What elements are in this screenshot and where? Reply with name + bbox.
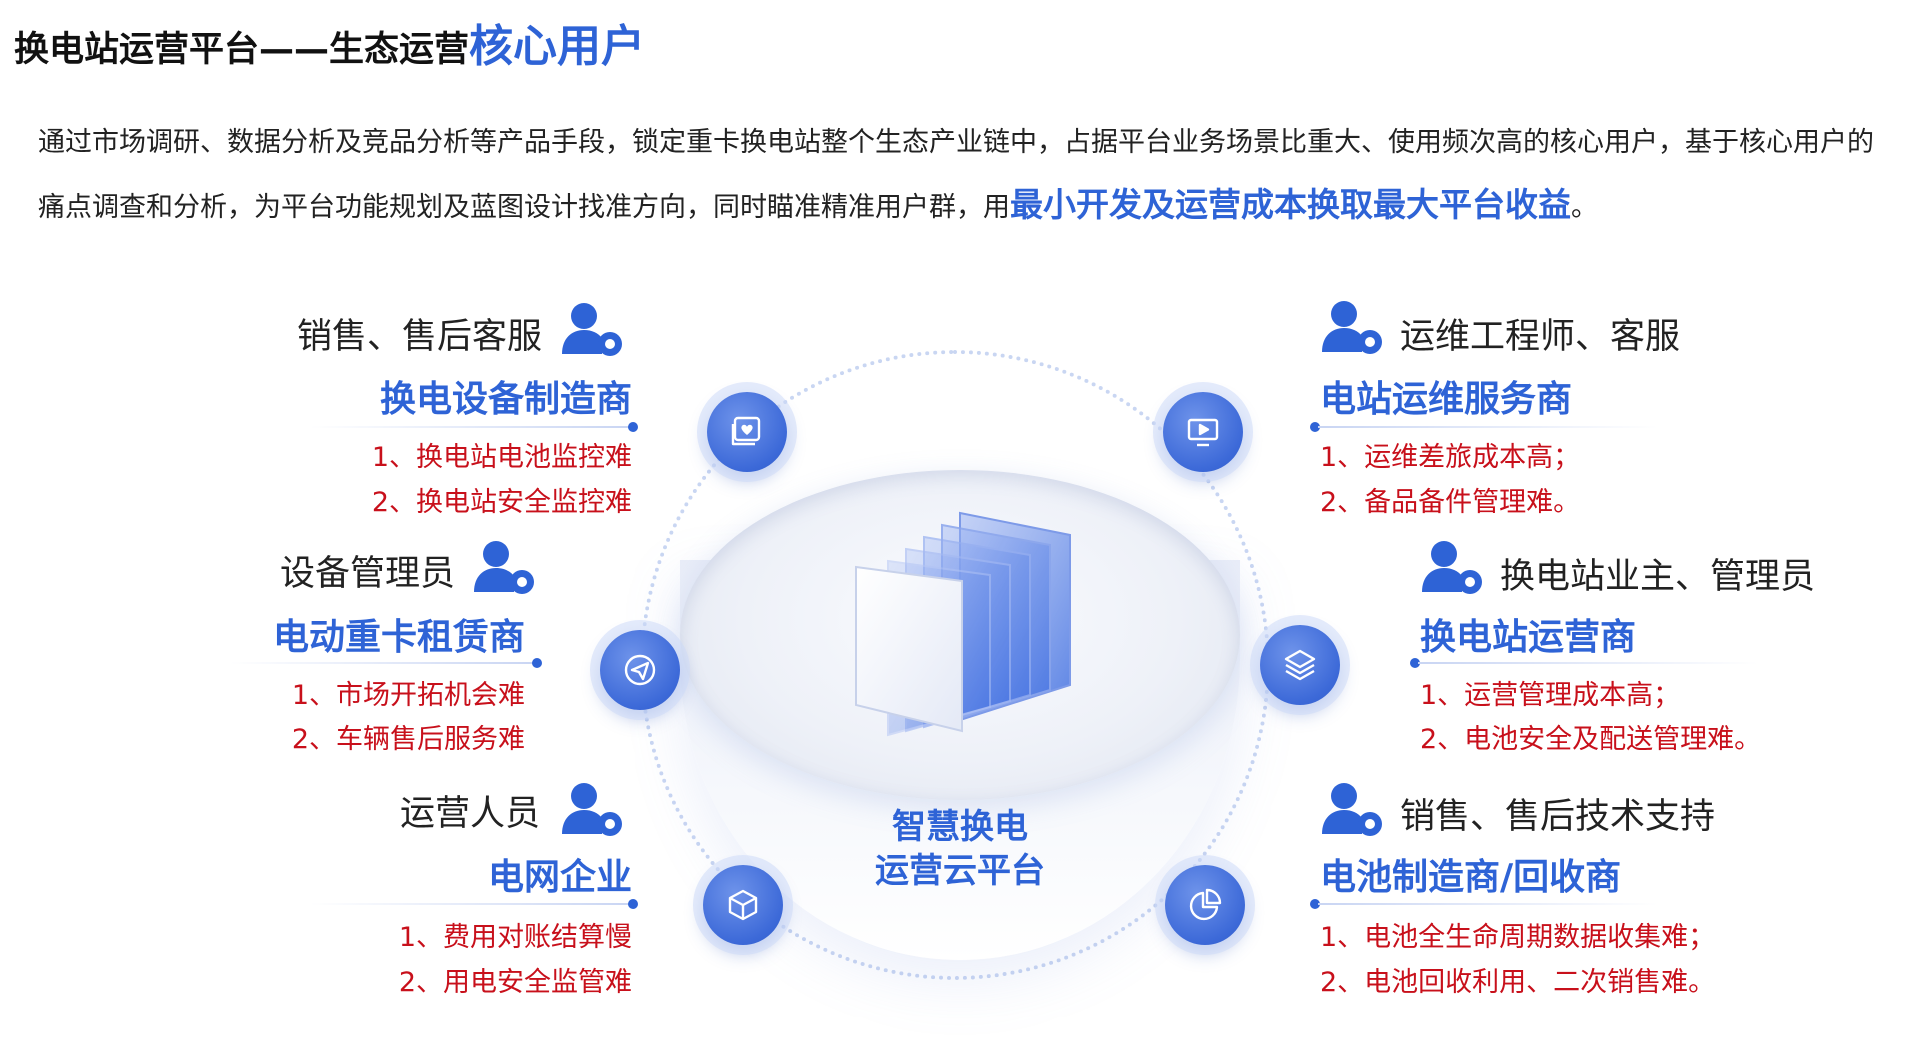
right-mid-dot (1410, 658, 1420, 668)
user-gear-icon (562, 303, 622, 356)
intro-paragraph: 通过市场调研、数据分析及竞品分析等产品手段，锁定重卡换电站整个生态产业链中，占据… (38, 112, 1888, 239)
right-bot-company: 电池制造商/回收商 (1320, 857, 1622, 898)
left-top-role: 销售、售后客服 (296, 317, 542, 357)
monitor-play-node (1163, 392, 1243, 472)
left-top-dot (628, 422, 638, 432)
left-bot-role: 运营人员 (399, 794, 540, 834)
center-label: 智慧换电 运营云平台 (800, 805, 1120, 893)
left-bot-pain-1: 1、费用对账结算慢 (398, 922, 632, 953)
left-bot-dot (628, 899, 638, 909)
page-title: 换电站运营平台——生态运营核心用户 (14, 10, 645, 74)
right-mid-company: 换电站运营商 (1420, 617, 1637, 658)
right-top-pain-2: 2、备品备件管理难。 (1320, 487, 1581, 518)
user-gear-icon (1422, 541, 1482, 594)
left-bot-pain-2: 2、用电安全监管难 (398, 967, 632, 998)
monitor-play-icon (1187, 418, 1219, 447)
user-gear-icon (562, 783, 622, 836)
layers-node (1260, 625, 1340, 705)
right-top-dot (1310, 422, 1320, 432)
heart-image-icon (731, 416, 761, 446)
cube-icon (728, 889, 758, 921)
right-bot-pain-2: 2、电池回收利用、二次销售难。 (1320, 967, 1716, 998)
intro-end: 。 (1571, 192, 1598, 223)
pie-chart-node (1165, 865, 1245, 945)
left-top-pain-1: 1、换电站电池监控难 (371, 442, 632, 473)
right-bot-pain-1: 1、电池全生命周期数据收集难； (1320, 922, 1716, 953)
send-node (600, 630, 680, 710)
left-top-pain-2: 2、换电站安全监控难 (371, 487, 632, 518)
center-line-1: 智慧换电 (892, 807, 1028, 847)
right-bot-role: 销售、售后技术支持 (1400, 797, 1716, 837)
right-mid-pain-2: 2、电池安全及配送管理难。 (1420, 724, 1762, 755)
user-gear-icon (1322, 783, 1382, 836)
left-mid-role: 设备管理员 (279, 554, 455, 594)
title-highlight: 核心用户 (469, 21, 646, 72)
left-mid-pain-2: 2、车辆售后服务难 (291, 724, 525, 755)
user-gear-icon (474, 541, 534, 594)
left-mid-company: 电动重卡租赁商 (272, 617, 525, 658)
right-mid-role: 换电站业主、管理员 (1500, 557, 1816, 597)
center-line-2: 运营云平台 (875, 851, 1045, 891)
left-top-company: 换电设备制造商 (379, 379, 632, 420)
left-mid-dot (532, 658, 542, 668)
layers-icon (1284, 649, 1316, 681)
right-top-role: 运维工程师、客服 (1400, 317, 1681, 357)
intro-text: 通过市场调研、数据分析及竞品分析等产品手段，锁定重卡换电站整个生态产业链中，占据… (38, 127, 1874, 223)
left-mid-underline (230, 662, 535, 664)
right-bot-underline (1318, 903, 1658, 905)
left-bot-company: 电网企业 (487, 857, 632, 898)
intro-highlight: 最小开发及运营成本换取最大平台收益 (1010, 185, 1571, 224)
user-gear-icon (1322, 301, 1382, 354)
right-bot-dot (1310, 899, 1320, 909)
title-prefix: 换电站运营平台——生态运营 (14, 30, 470, 70)
right-top-pain-1: 1、运维差旅成本高； (1320, 442, 1581, 473)
left-bot-underline (310, 903, 630, 905)
right-top-company: 电站运维服务商 (1320, 379, 1573, 420)
right-mid-pain-1: 1、运营管理成本高； (1420, 680, 1681, 711)
cube-node (703, 865, 783, 945)
send-icon (624, 654, 656, 686)
left-mid-pain-1: 1、市场开拓机会难 (291, 680, 525, 711)
right-mid-underline (1418, 662, 1758, 664)
left-top-underline (310, 426, 630, 428)
heart-image-node (707, 392, 787, 472)
right-top-underline (1318, 426, 1658, 428)
pie-chart-icon (1189, 888, 1222, 921)
glass-panels-icon (855, 511, 1071, 737)
